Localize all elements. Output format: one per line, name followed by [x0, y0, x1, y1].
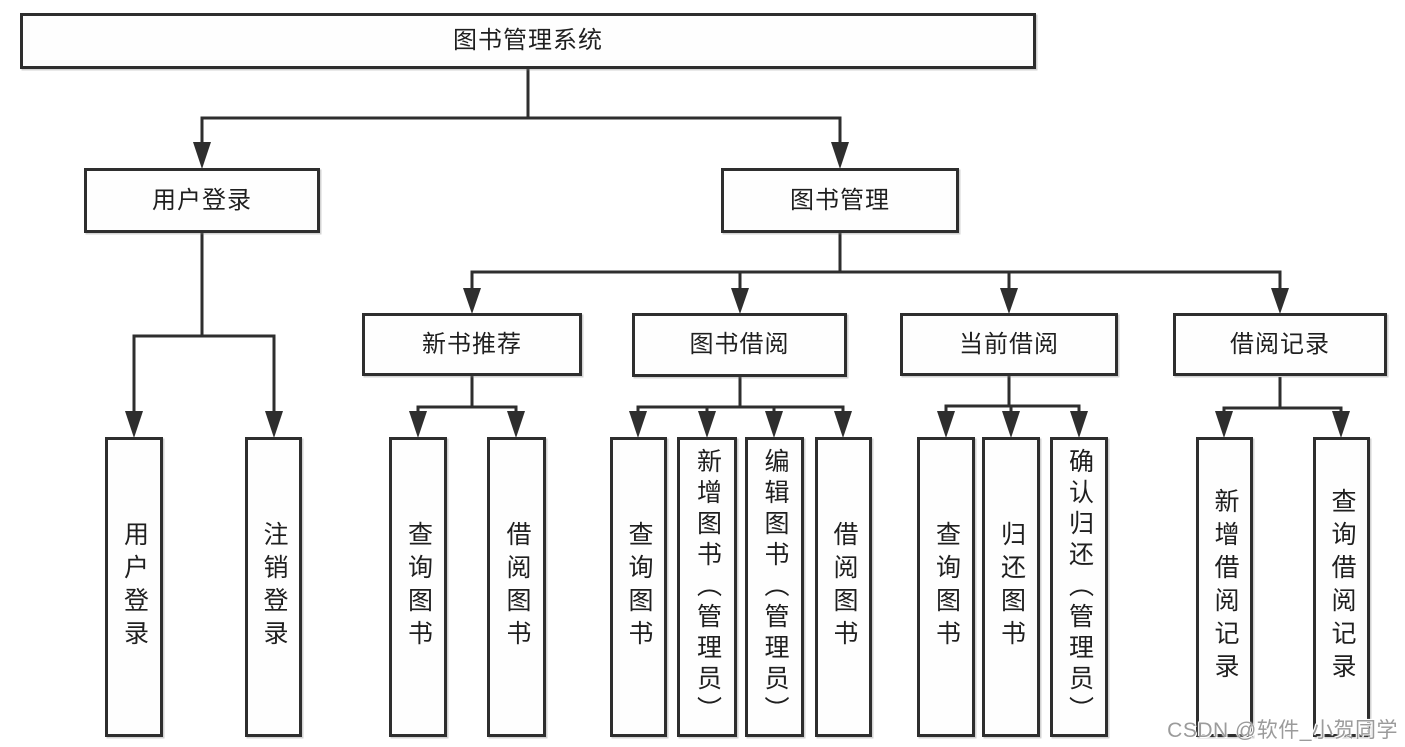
- leaf-recommend-query-books-label: 查询图书: [404, 521, 433, 653]
- node-book-management-label: 图书管理: [790, 186, 890, 214]
- leaf-borrow-borrow-books: 借阅图书: [815, 437, 872, 737]
- node-current-borrowing-label: 当前借阅: [959, 330, 1059, 358]
- leaf-borrow-add-books-label: 新增图书（管理员）: [693, 447, 722, 727]
- leaf-recommend-query-books: 查询图书: [389, 437, 447, 737]
- node-user-login: 用户登录: [84, 168, 320, 233]
- leaf-current-confirm-return-label: 确认归还（管理员）: [1065, 447, 1094, 727]
- leaf-current-query-books-label: 查询图书: [932, 521, 961, 653]
- leaf-current-return-books-label: 归还图书: [997, 521, 1026, 653]
- leaf-borrow-query-books-label: 查询图书: [625, 521, 653, 653]
- leaf-logout: 注销登录: [245, 437, 302, 737]
- node-library-management-system-label: 图书管理系统: [453, 27, 603, 54]
- node-borrowing-records: 借阅记录: [1173, 313, 1387, 376]
- leaf-borrow-add-books: 新增图书（管理员）: [677, 437, 737, 737]
- connector-current-borrowing-to-leaves: [937, 376, 1088, 438]
- leaf-records-query-record-label: 查询借阅记录: [1328, 488, 1356, 686]
- node-new-book-recommendation: 新书推荐: [362, 313, 582, 376]
- leaf-borrow-edit-books: 编辑图书（管理员）: [745, 437, 804, 737]
- leaf-user-login-label: 用户登录: [120, 521, 149, 653]
- node-book-management: 图书管理: [721, 168, 959, 233]
- leaf-current-query-books: 查询图书: [917, 437, 975, 737]
- node-book-borrowing: 图书借阅: [632, 313, 847, 377]
- leaf-borrow-edit-books-label: 编辑图书（管理员）: [761, 447, 789, 727]
- node-user-login-label: 用户登录: [152, 186, 252, 214]
- node-current-borrowing: 当前借阅: [900, 313, 1118, 376]
- connector-borrowing-records-to-leaves: [1215, 377, 1350, 438]
- node-book-borrowing-label: 图书借阅: [689, 331, 790, 358]
- leaf-records-add-record-label: 新增借阅记录: [1211, 488, 1239, 686]
- leaf-records-query-record: 查询借阅记录: [1313, 437, 1370, 737]
- node-new-book-recommendation-label: 新书推荐: [422, 330, 522, 358]
- node-library-management-system: 图书管理系统: [20, 13, 1036, 69]
- node-borrowing-records-label: 借阅记录: [1230, 330, 1330, 358]
- leaf-borrow-borrow-books-label: 借阅图书: [830, 521, 858, 653]
- leaf-recommend-borrow-books: 借阅图书: [487, 437, 546, 737]
- leaf-user-login: 用户登录: [105, 437, 163, 737]
- leaf-current-confirm-return: 确认归还（管理员）: [1050, 437, 1108, 737]
- leaf-borrow-query-books: 查询图书: [610, 437, 667, 737]
- leaf-recommend-borrow-books-label: 借阅图书: [503, 521, 531, 653]
- leaf-records-add-record: 新增借阅记录: [1196, 437, 1253, 737]
- connector-root-to-level2: [193, 69, 849, 169]
- leaf-current-return-books: 归还图书: [982, 437, 1040, 737]
- connector-book-borrowing-to-leaves: [629, 377, 852, 438]
- connector-new-book-recommendation-to-leaves: [409, 376, 525, 438]
- leaf-logout-label: 注销登录: [260, 521, 288, 653]
- connector-user-login-to-leaves: [125, 233, 283, 438]
- csdn-watermark: CSDN @软件_小贺同学: [1167, 719, 1398, 742]
- connector-book-management-to-level3: [463, 233, 1289, 314]
